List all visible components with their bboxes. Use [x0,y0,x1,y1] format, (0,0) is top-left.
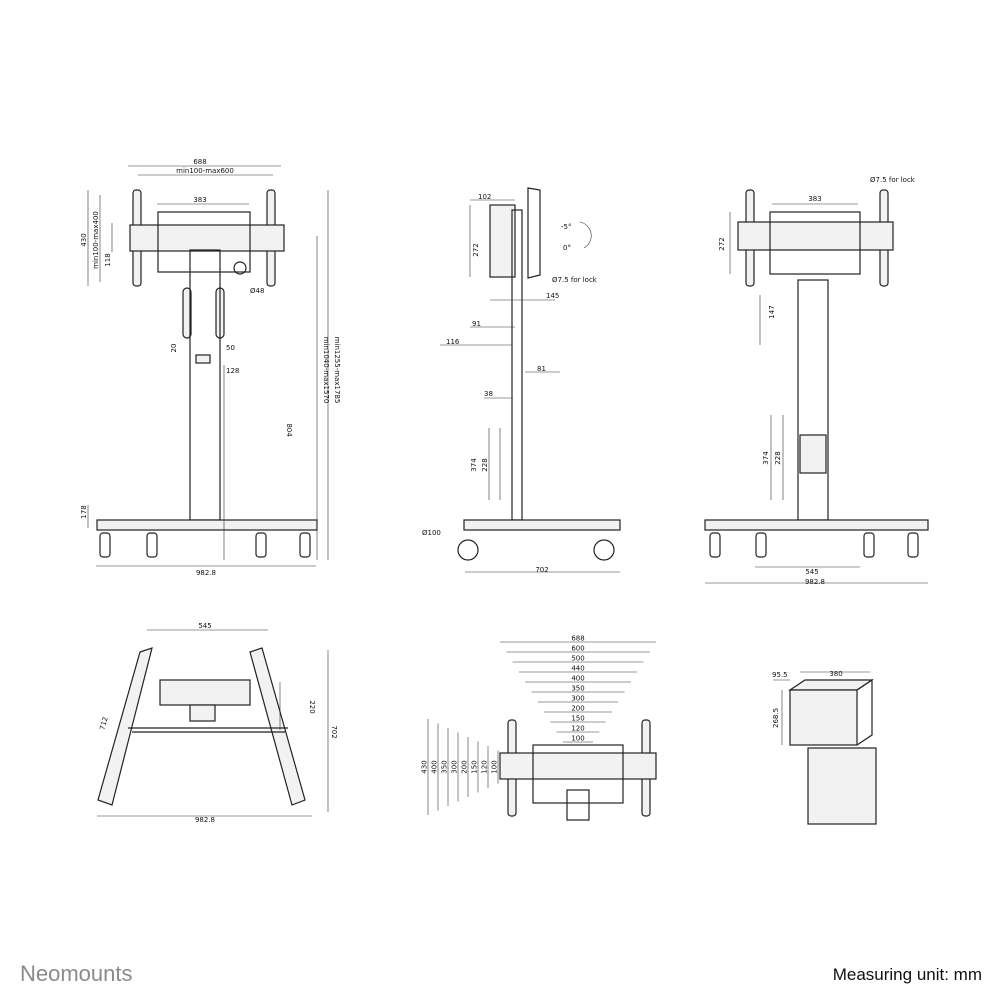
vesa-width-label: 440 [571,665,584,673]
dim-702: 702 [535,566,548,574]
dim-center-height: min1040-max1570 [322,337,330,404]
tilt-zero: 0° [563,244,571,252]
dim-545: 545 [805,568,818,576]
top-view: 545 712 220 702 982.8 [97,622,338,824]
dim-91: 91 [472,320,481,328]
vesa-width-label: 688 [571,635,584,643]
shelf-box-view: 95.5 380 268.5 [772,670,877,825]
vesa-height-label: 350 [441,760,449,773]
dim-380: 380 [829,670,842,678]
dim-vesa-height: min100-max400 [92,211,100,269]
dim-178: 178 [80,505,88,518]
vesa-height-label: 400 [431,760,439,773]
vesa-height-label: 120 [481,760,489,773]
dim-712: 712 [98,716,109,731]
dim-220: 220 [308,700,316,713]
vesa-width-label: 500 [571,655,584,663]
dim-383: 383 [193,196,206,204]
dim-268: 268.5 [772,708,780,728]
vesa-width-label: 600 [571,645,584,653]
back-view: Ø7.5 for lock 383 272 147 374 228 545 98… [704,176,929,586]
vesa-height-label: 430 [421,760,429,773]
tilt-minus: -5° [561,223,571,231]
dim-228: 228 [481,458,489,471]
dim-118: 118 [104,253,112,266]
dim-128: 128 [226,367,239,375]
dim-145: 145 [546,292,559,300]
dim-50: 50 [226,344,235,352]
vesa-height-label: 150 [471,760,479,773]
dim-374: 374 [762,451,770,465]
dim-982: 982.8 [195,816,215,824]
dim-982: 982.8 [196,569,216,577]
dim-20: 20 [170,344,178,353]
lock-label: Ø7.5 for lock [552,276,598,284]
dim-81: 81 [537,365,546,373]
dim-102: 102 [478,193,491,201]
dim-38: 38 [484,390,493,398]
lock-label: Ø7.5 for lock [870,176,916,184]
brand-logo: Neomounts [20,961,133,986]
vesa-width-label: 400 [571,675,584,683]
vesa-width-label: 100 [571,735,584,743]
dim-wheel: Ø100 [422,529,441,537]
vesa-width-label: 120 [571,725,584,733]
dim-374: 374 [470,458,478,472]
dim-116: 116 [446,338,460,346]
vesa-height-label: 100 [491,760,499,773]
side-view: 102 272 -5° 0° Ø7.5 for lock 145 91 116 … [422,187,621,574]
measuring-unit: Measuring unit: mm [832,965,982,984]
dim-702: 702 [330,725,338,738]
dim-147: 147 [768,305,776,318]
dim-total-height: min1255-max1785 [333,337,341,404]
vesa-width-label: 300 [571,695,584,703]
dim-430: 430 [80,233,88,246]
dim-545: 545 [198,622,211,630]
dim-688: 688 [193,158,206,166]
vesa-height-label: 200 [461,760,469,773]
dim-272: 272 [718,237,726,250]
front-view: 688 min100-max600 383 430 min100-max400 … [80,158,341,577]
vesa-width-label: 150 [571,715,584,723]
dim-vesa-width: min100-max600 [176,167,234,175]
dim-hole: Ø48 [250,287,264,295]
vesa-width-label: 350 [571,685,584,693]
dim-228: 228 [774,451,782,464]
dim-272: 272 [472,243,480,256]
dim-804: 804 [285,423,293,437]
dim-982: 982.8 [805,578,825,586]
dim-95: 95.5 [772,671,788,679]
vesa-height-label: 300 [451,760,459,773]
dim-383: 383 [808,195,821,203]
vesa-width-label: 200 [571,705,584,713]
